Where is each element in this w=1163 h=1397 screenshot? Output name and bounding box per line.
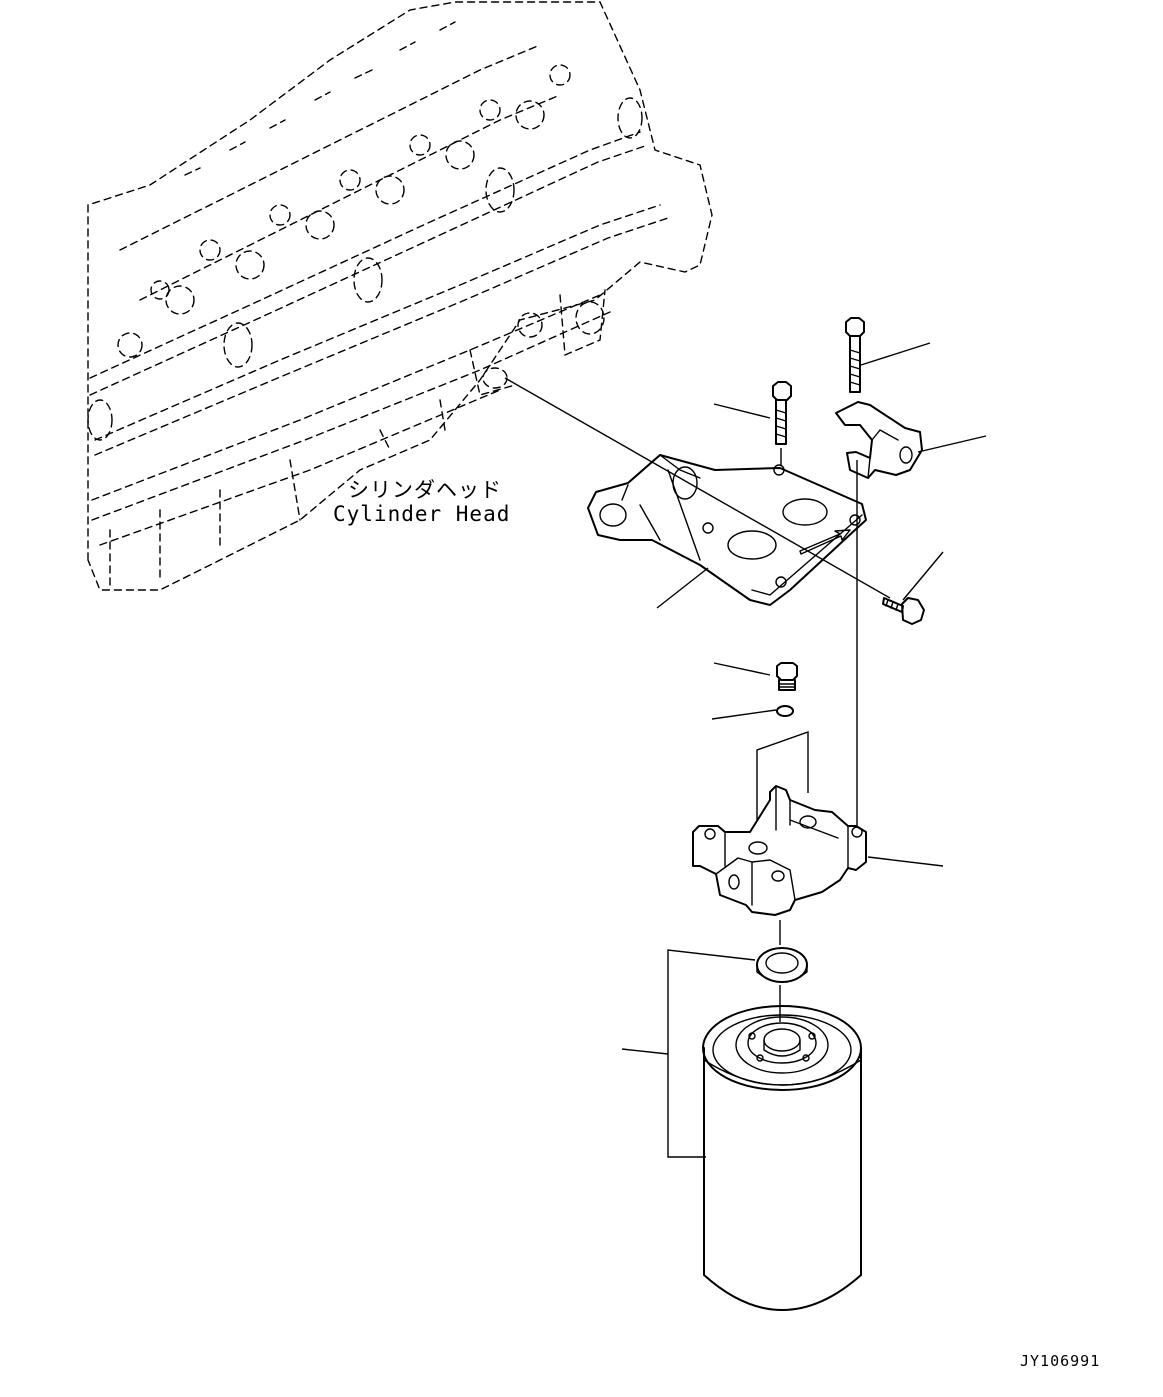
leader-lines <box>504 342 987 1205</box>
filter-head <box>692 785 867 916</box>
cylinder-head-label-jp: シリンダヘッド <box>348 478 502 502</box>
plug <box>776 662 798 691</box>
o-ring <box>776 705 794 717</box>
filter-cartridge <box>702 1005 862 1311</box>
bolt-upper-left <box>772 381 792 445</box>
bolt-upper-right <box>845 317 865 393</box>
drawing-code: JY106991 <box>1020 1352 1101 1370</box>
cylinder-head-label-en: Cylinder Head <box>333 502 511 526</box>
bolt-side <box>882 597 925 625</box>
engine-cylinder-head <box>87 1 713 591</box>
mounting-bracket <box>587 454 867 606</box>
clamp <box>835 401 923 479</box>
gasket-ring <box>756 947 808 983</box>
leader-head-to-bolt <box>504 377 891 599</box>
